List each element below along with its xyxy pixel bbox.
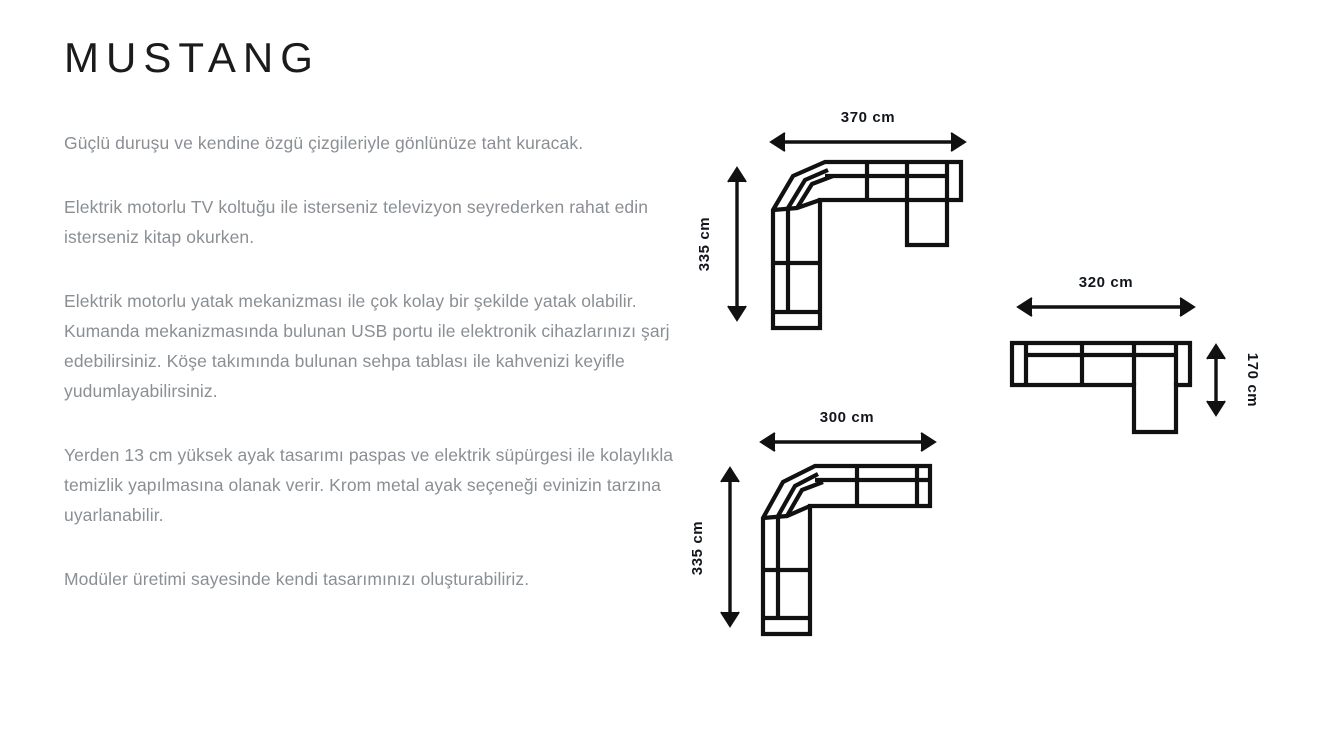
diagram-sofa-with-chaise: 320 cm 170 cm (990, 255, 1290, 455)
description-paragraph-2: Elektrik motorlu TV koltuğu ile istersen… (64, 197, 649, 248)
depth-dimension-arrow-335 (727, 166, 747, 322)
corner-chamfer-inner-1 (786, 168, 829, 210)
description-paragraph-5: Modüler üretimi sayesinde kendi tasarımı… (64, 569, 530, 590)
diagram-corner-sofa-with-chaise: 370 cm 335 cm (685, 100, 985, 350)
corner-chamfer-base (772, 198, 821, 213)
corner-chamfer-inner-2 (785, 480, 824, 518)
product-description-column: MUSTANG Güçlü duruşu ve kendine özgü çiz… (64, 34, 674, 594)
width-label-300: 300 cm (820, 409, 874, 426)
description-paragraph-1: Güçlü duruşu ve kendine özgü çizgileriyl… (64, 133, 584, 154)
width-dimension-arrow-370 (769, 132, 967, 152)
sofa-outline (760, 463, 933, 637)
description-paragraph-4: Yerden 13 cm yüksek ayak tasarımı paspas… (64, 445, 674, 526)
sofa-outline (770, 159, 964, 331)
depth-dimension-arrow-170 (1206, 343, 1226, 417)
width-dimension-arrow-300 (759, 432, 937, 452)
width-label-370: 370 cm (841, 109, 895, 126)
depth-dimension-arrow-335 (720, 466, 740, 628)
width-dimension-arrow-320 (1016, 297, 1196, 317)
sofa-outline (1009, 340, 1193, 435)
dimension-diagrams: 370 cm 335 cm (680, 0, 1320, 730)
corner-chamfer-base (762, 504, 811, 521)
description-paragraph-3: Elektrik motorlu yatak mekanizması ile ç… (64, 291, 670, 402)
corner-chamfer-inner-2 (795, 174, 834, 210)
diagram-corner-sofa: 300 cm 335 cm (685, 400, 975, 660)
corner-chamfer-inner-1 (776, 472, 819, 518)
depth-label-335-top: 335 cm (696, 217, 713, 271)
depth-label-170: 170 cm (1244, 353, 1261, 407)
page-title: MUSTANG (64, 34, 320, 81)
depth-label-335-bottom: 335 cm (689, 521, 706, 575)
width-label-320: 320 cm (1079, 274, 1133, 291)
